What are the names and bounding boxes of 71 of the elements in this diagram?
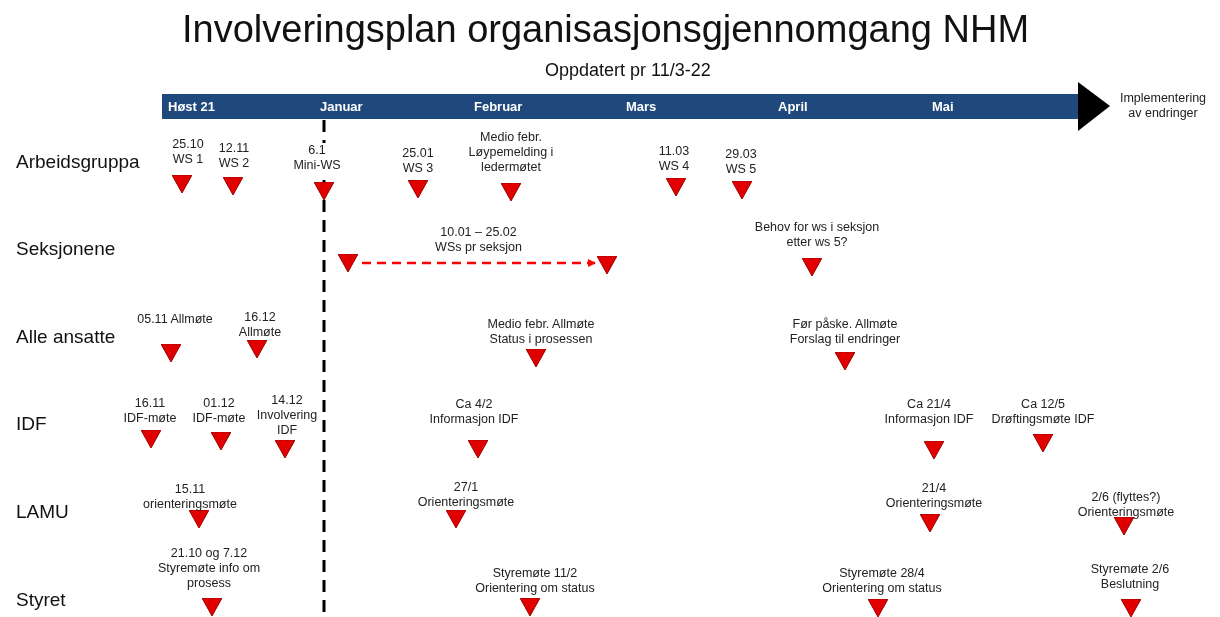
row-label: Styret [16,589,66,611]
milestone-text: 2/6 (flyttes?) Orienteringsmøte [1077,490,1175,520]
milestone-marker [408,180,428,198]
milestone-text: Styremøte 28/4 Orientering om status [822,566,942,596]
milestone-marker [172,175,192,193]
milestone-marker [526,349,546,367]
milestone-marker [920,514,940,532]
month-label: Januar [320,99,363,114]
row-label: Seksjonene [16,238,116,260]
row-label: LAMU [16,501,69,523]
milestone-text: Styremøte 2/6 Beslutning [1090,562,1170,592]
milestone-text: 29.03 WS 5 [725,147,757,177]
milestone-text: Styremøte 11/2 Orientering om status [475,566,595,596]
milestone-marker [275,440,295,458]
milestone-marker [161,344,181,362]
milestone-text: 12.11 WS 2 [218,141,250,171]
milestone-text: 16.11 IDF-møte [123,396,177,426]
milestone-marker [468,440,488,458]
end-label: Implementering av endringer [1119,91,1207,121]
milestone-text: Før påske. Allmøte Forslag til endringer [789,317,901,347]
month-label: Mars [626,99,657,114]
milestone-text: 01.12 IDF-møte [192,396,246,426]
milestone-marker [868,599,888,617]
milestone-text: 21/4 Orienteringsmøte [885,481,983,511]
title: Involveringsplan organisasjonsgjennomgang NHM [182,8,1030,51]
subtitle: Oppdatert pr 11/3-22 [545,60,711,81]
milestone-text: 16.12 Allmøte [238,310,282,340]
milestone-marker [247,340,267,358]
milestone-marker [141,430,161,448]
milestone-marker [666,178,686,196]
milestone-text: 21.10 og 7.12 Styremøte info om prosess [157,546,261,591]
milestone-text: Ca 12/5 Drøftingsmøte IDF [991,397,1095,427]
row-label: Alle ansatte [16,326,116,348]
milestone-text: Ca 21/4 Informasjon IDF [884,397,974,427]
month-label: Høst 21 [168,99,215,114]
row-label: IDF [16,413,47,435]
month-label: Mai [932,99,954,114]
milestone-text: 14.12 Involvering IDF [256,393,318,438]
milestone-text: 25.10 WS 1 [172,137,204,167]
month-label: Februar [474,99,523,114]
milestone-marker [223,177,243,195]
milestone-marker [1121,599,1141,617]
milestone-marker [211,432,231,450]
milestone-marker [597,256,617,274]
milestone-marker [501,183,521,201]
milestone-marker [1033,434,1053,452]
milestone-text: 25.01 WS 3 [402,146,434,176]
milestone-text: 6.1 Mini-WS [293,143,341,173]
milestone-text: 11.03 WS 4 [658,144,690,174]
milestone-marker [446,510,466,528]
row-label: Arbeidsgruppa [16,151,140,173]
month-label: April [778,99,808,114]
milestone-marker [732,181,752,199]
milestone-text: Ca 4/2 Informasjon IDF [429,397,519,427]
milestone-marker [314,182,334,200]
milestone-text: Behov for ws i seksjon etter ws 5? [754,220,880,250]
edge-label: 10.01 – 25.02 WSs pr seksjon [435,225,522,255]
milestone-marker [835,352,855,370]
milestone-text: Medio febr. Løypemelding i ledermøtet [468,130,554,175]
milestone-marker [924,441,944,459]
milestone-marker [802,258,822,276]
milestone-text: Medio febr. Allmøte Status i prosessen [487,317,595,347]
milestone-text: 15.11 orienteringsmøte [143,482,237,512]
milestone-text: 05.11 Allmøte [137,312,213,327]
milestone-text: 27/1 Orienteringsmøte [417,480,515,510]
dashed-arrow [362,259,596,267]
milestone-marker [189,510,209,528]
milestone-marker [1114,517,1134,535]
milestone-marker [338,254,358,272]
milestone-marker [202,598,222,616]
milestone-marker [520,598,540,616]
